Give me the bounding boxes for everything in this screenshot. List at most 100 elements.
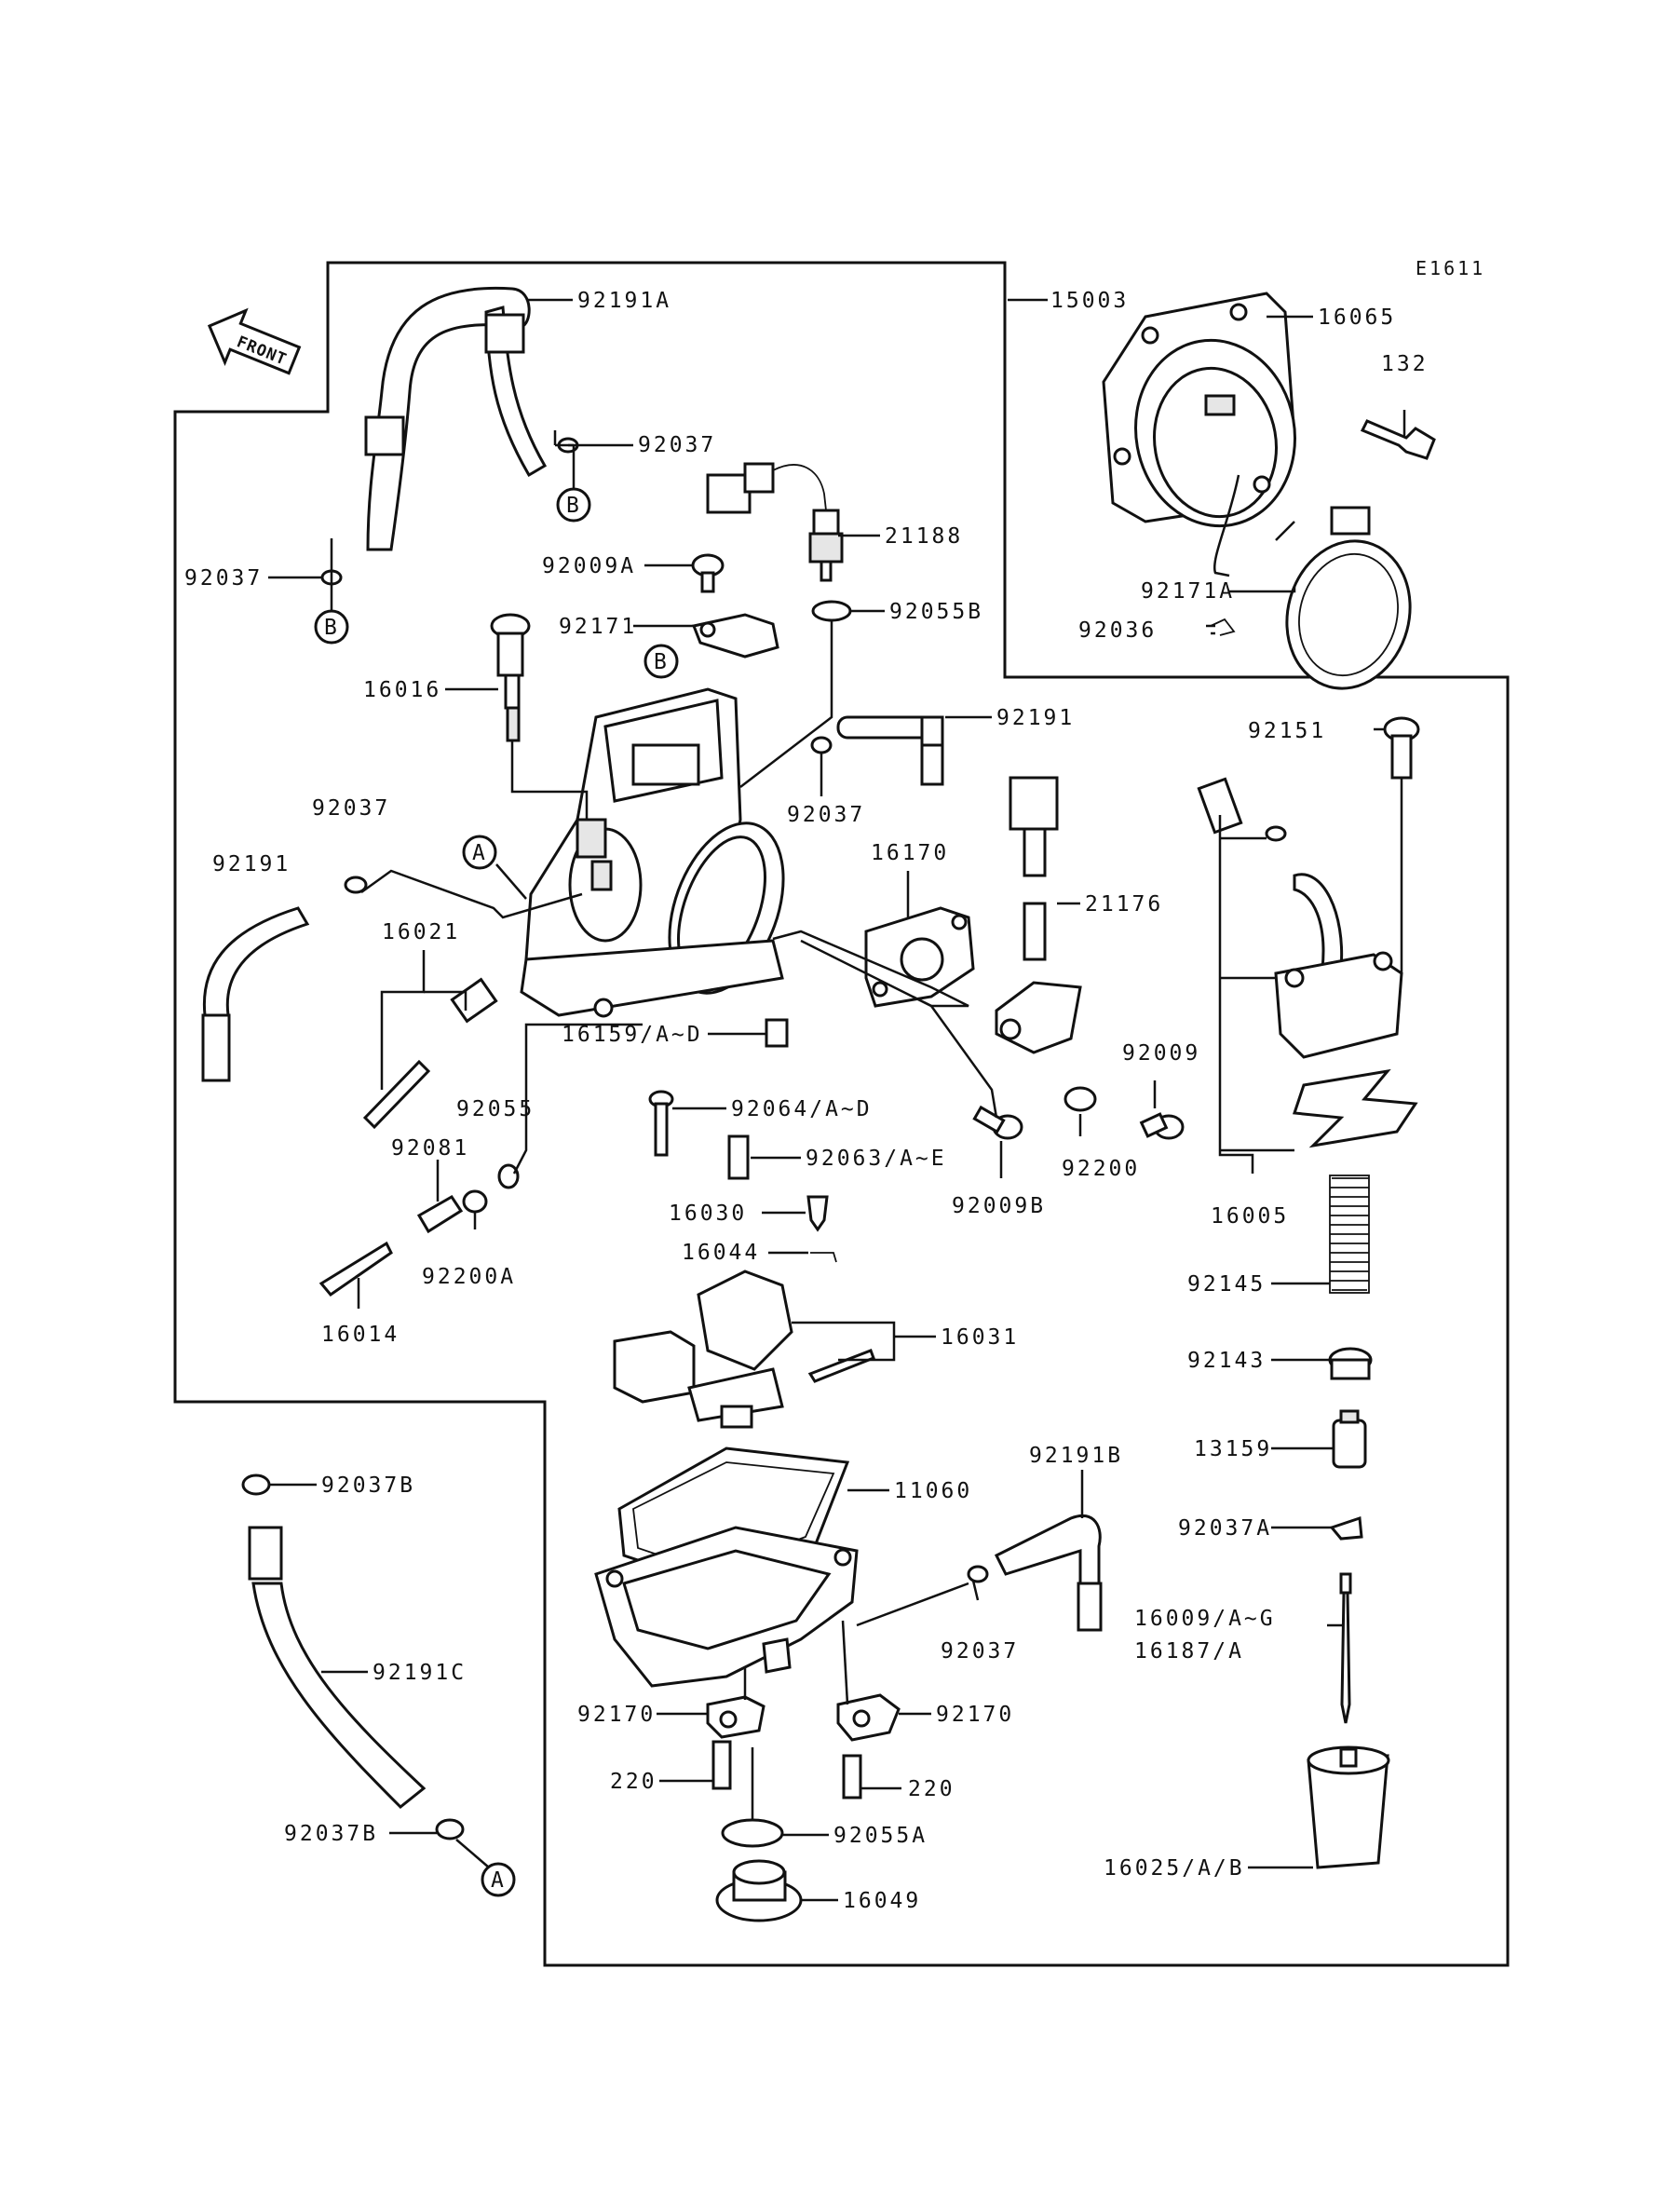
label-92143: 92143: [1187, 1349, 1266, 1373]
label-92055: 92055: [456, 1097, 535, 1121]
label-21188: 21188: [885, 524, 963, 549]
label-92191-mid: 92191: [996, 706, 1075, 730]
label-92037b-top: 92037B: [321, 1473, 415, 1498]
label-92191c: 92191C: [373, 1661, 467, 1685]
o-ring-92055b: [811, 600, 852, 622]
label-16016: 16016: [363, 678, 441, 702]
label-92009: 92009: [1122, 1041, 1200, 1066]
drain-plug-16049: [715, 1859, 803, 1922]
label-92170-left: 92170: [577, 1703, 656, 1727]
callout-a-top: A: [462, 835, 497, 870]
callout-a-bottom-letter: A: [491, 1868, 504, 1893]
label-16014: 16014: [321, 1323, 400, 1347]
callout-b-left: B: [314, 609, 349, 645]
label-132: 132: [1381, 352, 1429, 376]
idle-screw-16014: [318, 1241, 393, 1297]
callout-b-mid-letter: B: [654, 650, 667, 674]
callout-b-top-letter: B: [566, 494, 579, 518]
label-92037b-bottom: 92037B: [284, 1822, 378, 1846]
clip-92037a: [1329, 1515, 1363, 1541]
screw-92009: [1139, 1112, 1185, 1140]
plug-16159: [765, 1018, 789, 1048]
diagram-code: E1611: [1416, 257, 1485, 279]
label-13159: 13159: [1194, 1437, 1272, 1461]
label-16030: 16030: [669, 1202, 747, 1226]
pin-16044: [810, 1252, 837, 1263]
clip-92037-bowl: [967, 1565, 989, 1583]
label-220-left: 220: [610, 1770, 657, 1794]
cable-adjuster-16005: [1197, 777, 1418, 1148]
label-92037-a: 92037: [312, 796, 390, 821]
breather-hose-92191a: [364, 286, 548, 551]
hose-clamp-92171a: [1285, 506, 1412, 690]
label-92036: 92036: [1078, 618, 1157, 643]
label-92200: 92200: [1062, 1157, 1140, 1181]
callout-b-left-letter: B: [324, 616, 337, 640]
clip-92037-b: [810, 736, 833, 754]
bracket-92170-right: [836, 1693, 901, 1742]
label-16187: 16187/A: [1134, 1639, 1244, 1664]
label-220-right: 220: [908, 1777, 955, 1801]
needle-valve-16030: [806, 1195, 829, 1232]
label-15003: 15003: [1050, 289, 1129, 313]
throttle-valve-16025: [1307, 1745, 1390, 1869]
clip-92037-a: [344, 876, 368, 894]
label-92037a: 92037A: [1178, 1516, 1272, 1541]
screw-220-right: [842, 1754, 862, 1799]
assembly-frame-outline: [173, 261, 1510, 1967]
label-92191b: 92191B: [1029, 1444, 1123, 1468]
label-11060: 11060: [894, 1479, 972, 1503]
label-92037-bottom: 92037: [941, 1639, 1019, 1664]
holder-92143: [1328, 1347, 1373, 1380]
screw-92009b: [972, 1105, 1023, 1140]
label-16021: 16021: [382, 920, 460, 944]
sensor-21176: [995, 776, 1082, 1054]
callout-b-mid: B: [644, 644, 679, 679]
label-92171a: 92171A: [1141, 579, 1235, 604]
throttle-sensor-21188: [706, 462, 844, 582]
hose-92191-left: [201, 906, 310, 1082]
label-92009b: 92009B: [952, 1194, 1046, 1218]
leader-lines: [268, 298, 1406, 1902]
label-92037-left: 92037: [184, 566, 263, 591]
spring-92145: [1329, 1175, 1370, 1294]
clip-92037b-bottom: [435, 1818, 465, 1840]
starter-plunger-16016: [490, 613, 531, 742]
label-16049: 16049: [843, 1889, 921, 1913]
washer-92200: [1064, 1086, 1097, 1112]
label-92145: 92145: [1187, 1272, 1266, 1297]
label-16159: 16159/A~D: [562, 1023, 703, 1047]
label-92170-right: 92170: [936, 1703, 1014, 1727]
label-92064: 92064/A~D: [731, 1097, 873, 1121]
jet-92063: [727, 1134, 750, 1180]
o-ring-92055a: [721, 1818, 784, 1848]
bracket-92171: [691, 613, 779, 659]
sensor-bracket-16170: [864, 906, 975, 1008]
label-92171: 92171: [559, 615, 637, 639]
label-21176: 21176: [1085, 892, 1163, 917]
hose-92191-mid: [836, 715, 944, 786]
label-16031: 16031: [941, 1325, 1019, 1350]
screw-92009a: [691, 553, 725, 593]
label-92151: 92151: [1248, 719, 1326, 743]
jet-needle-16009: [1339, 1572, 1352, 1724]
label-92063: 92063/A~E: [806, 1147, 947, 1171]
label-92200a: 92200A: [422, 1265, 516, 1289]
label-16170: 16170: [871, 841, 949, 865]
callout-b-top: B: [556, 487, 591, 523]
label-16044: 16044: [682, 1241, 760, 1265]
front-direction-arrow: FRONT: [207, 307, 302, 375]
bracket-92170-left: [706, 1695, 765, 1739]
callout-a-top-letter: A: [472, 841, 485, 865]
cap-screw-92151: [1383, 716, 1420, 780]
carburetor-body: [520, 687, 785, 1018]
label-16025: 16025/A/B: [1104, 1856, 1245, 1881]
clip-92037b-top: [241, 1473, 271, 1496]
clip-92036: [1210, 618, 1236, 636]
o-ring-92055: [497, 1163, 520, 1189]
float-16031: [613, 1270, 875, 1429]
label-92037-top: 92037: [638, 433, 716, 457]
screw-220-left: [711, 1740, 732, 1790]
label-16005: 16005: [1211, 1204, 1289, 1229]
